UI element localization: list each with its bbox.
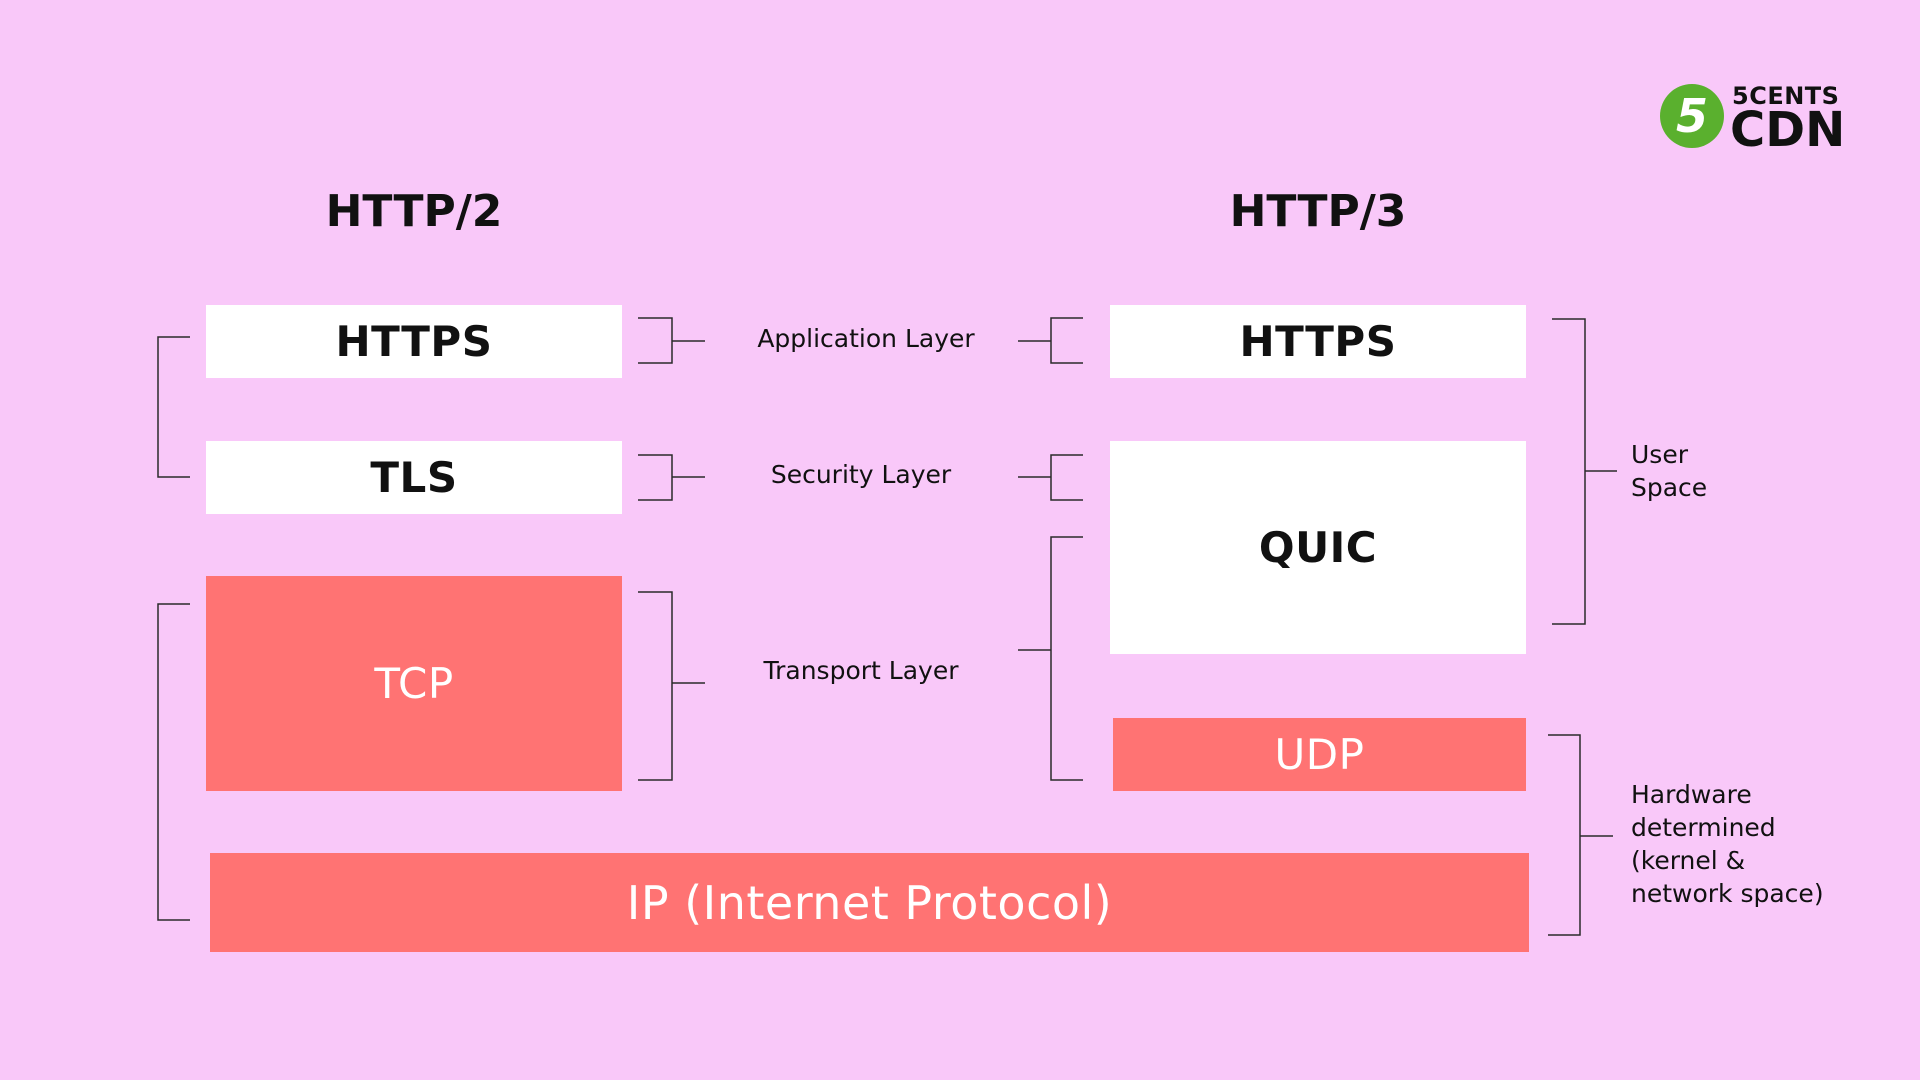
transport-layer-label: Transport Layer (763, 656, 959, 685)
http2-tls-box: TLS (206, 441, 622, 514)
sec-bracket-right (1018, 454, 1083, 501)
logo-bottom-text: CDN (1730, 102, 1846, 158)
transport-bracket-right (1018, 536, 1083, 781)
5cents-cdn-logo: 5 5CENTS CDN (1660, 82, 1845, 156)
hardware-space-label: Hardware determined (kernel & network sp… (1631, 780, 1824, 908)
http3-https-box: HTTPS (1110, 305, 1526, 378)
app-bracket-left (638, 317, 705, 364)
application-layer-label: Application Layer (757, 324, 975, 353)
ip-box: IP (Internet Protocol) (210, 853, 1529, 952)
transport-bracket-left (638, 591, 705, 781)
app-bracket-right (1018, 317, 1083, 364)
http2-title: HTTP/2 (325, 186, 503, 237)
http3-udp-box: UDP (1113, 718, 1526, 791)
http2-tcp-box: TCP (206, 576, 622, 791)
http3-title: HTTP/3 (1229, 186, 1407, 237)
user-space-bracket (1552, 318, 1617, 625)
logo-badge-icon: 5 (1660, 84, 1724, 148)
left-bracket-lower (157, 603, 190, 921)
sec-bracket-left (638, 454, 705, 501)
http3-quic-box: QUIC (1110, 441, 1526, 654)
user-space-label: User Space (1631, 440, 1708, 502)
hardware-bracket (1548, 734, 1613, 936)
security-layer-label: Security Layer (770, 460, 952, 489)
http2-https-box: HTTPS (206, 305, 622, 378)
logo-top-text: 5CENTS (1732, 82, 1840, 110)
left-bracket-upper (157, 336, 190, 478)
